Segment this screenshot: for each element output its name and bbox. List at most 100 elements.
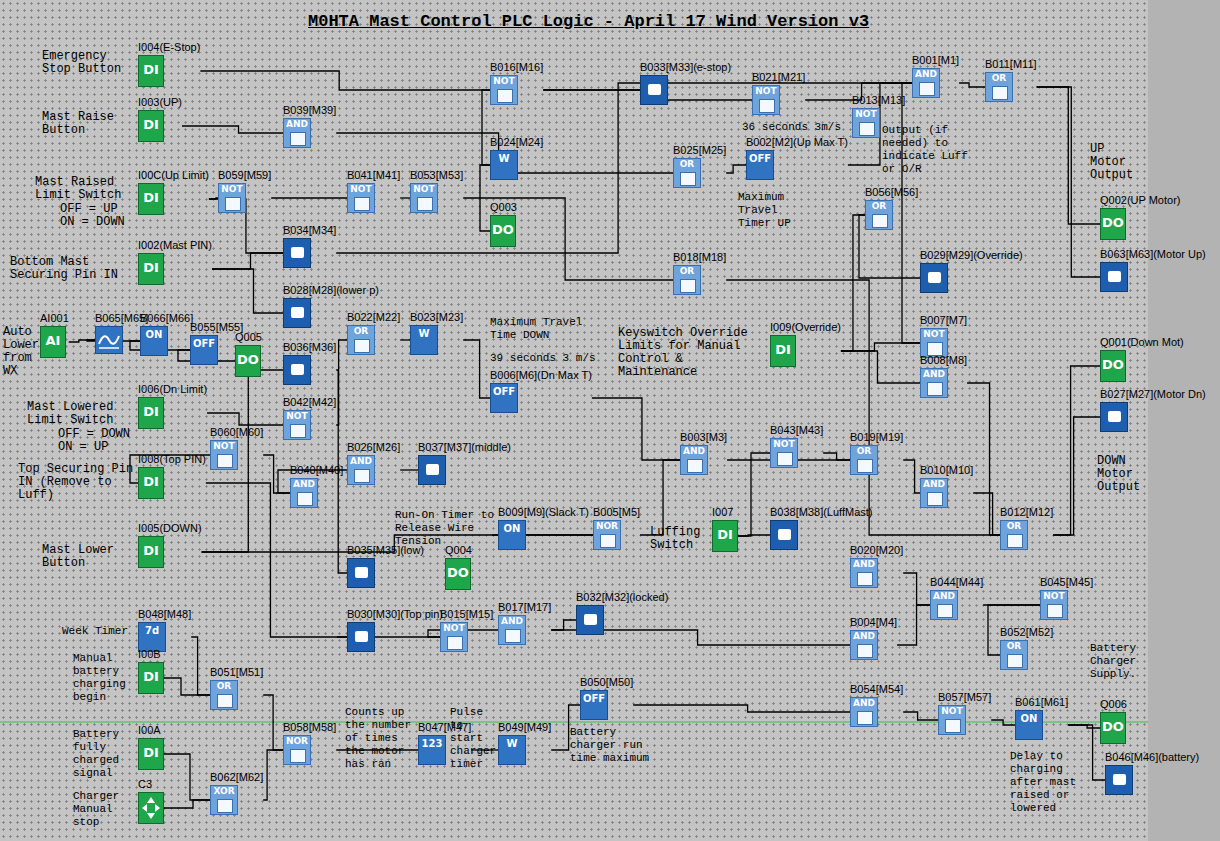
- wire-connector: [206, 483, 347, 637]
- icon-text: NOT: [219, 184, 245, 195]
- block-label: B025[M25]: [673, 144, 726, 157]
- block-label: B026[M26]: [347, 441, 400, 454]
- plc-block: B053[M53]NOT: [410, 169, 463, 213]
- gate-square: [927, 382, 943, 396]
- plc-block: B050[M50]OFF: [580, 676, 633, 720]
- icon-text: NOT: [211, 441, 237, 452]
- gate-square: [497, 89, 513, 103]
- message-symbol: [426, 464, 439, 475]
- annotation-text: Battery Charger Supply.: [1090, 642, 1150, 681]
- gate-square: [417, 197, 433, 211]
- block-label: B017[M17]: [498, 601, 551, 614]
- block-label: Q006: [1100, 698, 1127, 711]
- plc-block: B063[M63](Motor Up): [1100, 248, 1206, 292]
- wire-connector: [463, 198, 673, 280]
- plc-block: B011[M11]OR: [985, 58, 1037, 102]
- icon-text: OR: [674, 159, 700, 170]
- gate-square: [937, 604, 953, 618]
- plc-block: Q001(Down Mot)DO: [1100, 336, 1184, 382]
- plc-block: I00BDI: [138, 648, 164, 694]
- plc-block: B048[M48]7d: [138, 608, 191, 652]
- annotation-text: OFF = UP: [60, 203, 138, 216]
- lg-icon: AND: [283, 118, 311, 148]
- wire-connector: [164, 800, 210, 808]
- plc-block: B004[M4]AND: [850, 616, 897, 660]
- plc-block: B059[M59]NOT: [218, 169, 271, 213]
- plc-block: B008[M8]AND: [920, 354, 967, 398]
- block-label: B066[M66]: [140, 312, 193, 325]
- di-icon: DI: [138, 183, 164, 215]
- annotation-text: 36 seconds 3m/s: [742, 121, 846, 134]
- di-icon: DO: [490, 215, 516, 247]
- ms-icon: [283, 238, 311, 268]
- ms-icon: [576, 605, 604, 635]
- icon-text: DO: [236, 346, 260, 374]
- plc-block: B015[M15]NOT: [440, 608, 493, 652]
- lg-icon: AND: [930, 590, 958, 620]
- block-label: I006(Dn Limit): [138, 383, 207, 396]
- plc-block: B062[M62]XOR: [210, 771, 263, 815]
- plc-block: B020[M20]AND: [850, 544, 903, 588]
- message-symbol: [1108, 271, 1121, 282]
- gate-square: [945, 719, 961, 733]
- block-label: I00C(Up Limit): [138, 169, 209, 182]
- wire-connector: [271, 197, 347, 198]
- plc-block: Q005DO: [235, 331, 262, 377]
- lg-icon: NOT: [938, 705, 966, 735]
- message-symbol: [1108, 411, 1121, 422]
- tm-icon: W: [490, 150, 518, 180]
- lg-icon: NOT: [920, 328, 948, 358]
- message-symbol: [355, 631, 368, 642]
- block-label: B023[M23]: [410, 311, 463, 324]
- gate-square: [857, 711, 873, 725]
- annotation-text: Run-On Timer to Release Wire Tension: [395, 509, 495, 548]
- icon-text: DI: [139, 111, 163, 139]
- plc-block: B037[M37](middle): [418, 441, 511, 485]
- block-label: B021[M21]: [752, 71, 805, 84]
- plc-block: I006(Dn Limit)DI: [138, 383, 207, 429]
- lg-icon: AND: [850, 697, 878, 727]
- gate-square: [777, 452, 793, 466]
- ms-icon: [770, 520, 798, 550]
- block-label: B061[M61]: [1015, 696, 1068, 709]
- wire-connector: [400, 469, 418, 470]
- message-symbol: [584, 614, 597, 625]
- ms-icon: [1100, 402, 1128, 432]
- icon-text: DI: [139, 739, 163, 767]
- cursor-key-symbol: [139, 793, 163, 823]
- block-label: B041[M41]: [347, 169, 400, 182]
- annotation-text: Maximum Travel Time DOWN: [490, 316, 602, 342]
- gate-square: [290, 424, 306, 438]
- lg-icon: AND: [920, 478, 948, 508]
- wire-connector: [973, 493, 1000, 535]
- plc-block: B039[M39]AND: [283, 104, 336, 148]
- lg-icon: NOT: [770, 438, 798, 468]
- block-label: B007[M7]: [920, 314, 967, 327]
- plc-block: I00C(Up Limit)DI: [138, 169, 209, 215]
- icon-text: AND: [284, 119, 310, 130]
- gate-square: [505, 629, 521, 643]
- icon-text: NOT: [921, 329, 947, 340]
- di-icon: DI: [138, 110, 164, 142]
- block-label: B043[M43]: [770, 424, 823, 437]
- block-label: B003[M3]: [680, 431, 727, 444]
- di-icon: DI: [712, 520, 738, 552]
- annotation-text: Luffing Switch: [650, 526, 710, 552]
- block-label: B063[M63](Motor Up): [1100, 248, 1206, 261]
- plc-block: Q004DO: [445, 544, 472, 590]
- wire-connector: [903, 712, 938, 720]
- block-label: B049[M49]: [498, 721, 551, 734]
- message-symbol: [291, 364, 304, 375]
- gate-square: [1007, 534, 1023, 548]
- wire-connector: [633, 705, 850, 712]
- block-label: B022[M22]: [347, 311, 400, 324]
- block-label: B036[M36]: [283, 341, 336, 354]
- gate-square: [992, 86, 1008, 100]
- gate-square: [354, 197, 370, 211]
- ms-icon: [347, 622, 375, 652]
- message-symbol: [928, 272, 941, 283]
- gate-square: [919, 82, 935, 96]
- lg-icon: OR: [865, 200, 893, 230]
- analog-wave-symbol: [96, 327, 122, 353]
- plc-block: B043[M43]NOT: [770, 424, 823, 468]
